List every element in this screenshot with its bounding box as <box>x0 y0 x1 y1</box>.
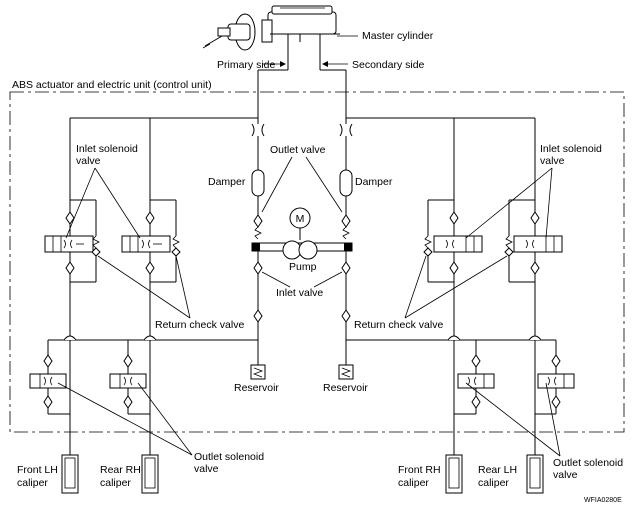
return-check-left-label: Return check valve <box>155 319 244 331</box>
rear-lh-caliper-label: caliper <box>478 477 509 489</box>
rear-lh-label: Rear LH <box>478 464 517 476</box>
damper-right <box>339 169 353 197</box>
inlet-solenoid-valve-front-lh <box>44 235 94 253</box>
reservoir-right-label: Reservoir <box>323 382 368 394</box>
lower-right-outlet-1 <box>453 340 495 455</box>
control-unit-label: ABS actuator and electric unit (control … <box>12 79 212 91</box>
orifice-right <box>339 123 353 137</box>
damper-right-label: Damper <box>355 176 393 188</box>
secondary-side-label: Secondary side <box>352 59 425 71</box>
inlet-solenoid-valve-front-rh <box>433 235 483 253</box>
rear-rh-label: Rear RH <box>100 464 141 476</box>
inlet-solenoid-valve-rear-rh <box>121 235 171 253</box>
control-unit-boundary <box>9 91 625 433</box>
damper-left-label: Damper <box>208 176 246 188</box>
outlet-solenoid-valve-front-rh <box>457 373 495 389</box>
pump-label: Pump <box>289 261 317 273</box>
front-lh-caliper-label: caliper <box>17 477 48 489</box>
inlet-solenoid-right-label-2: valve <box>540 155 565 167</box>
caliper-front-lh <box>61 454 79 494</box>
front-rh-label: Front RH <box>398 464 441 476</box>
right-circuit-1 <box>423 118 483 340</box>
inlet-solenoid-left-label-2: valve <box>76 155 101 167</box>
outlet-valve-left <box>253 214 263 240</box>
lower-right-outlet-2 <box>534 340 575 455</box>
motor-label: M <box>296 213 305 225</box>
master-cylinder <box>202 5 358 51</box>
damper-left <box>251 169 265 197</box>
right-circuit-2 <box>504 118 563 340</box>
outlet-solenoid-left-label: Outlet solenoid <box>194 451 264 463</box>
return-check-right-label: Return check valve <box>354 319 443 331</box>
outlet-solenoid-left-label-2: valve <box>194 463 219 475</box>
rear-rh-caliper-label: caliper <box>100 477 131 489</box>
outlet-solenoid-right-label-2: valve <box>553 469 578 481</box>
figure-code: WFIA0280E <box>584 497 622 504</box>
reservoir-left <box>250 364 266 380</box>
inlet-valve-right <box>341 261 351 275</box>
inlet-solenoid-valve-rear-lh <box>513 235 563 253</box>
caliper-rear-lh <box>526 454 544 494</box>
inlet-solenoid-right-label: Inlet solenoid <box>540 143 602 155</box>
inlet-valve-label: Inlet valve <box>276 287 323 299</box>
reservoir-left-label: Reservoir <box>234 382 279 394</box>
master-cylinder-label: Master cylinder <box>362 30 434 42</box>
lower-left-outlet-1 <box>29 340 71 455</box>
left-circuit-2 <box>121 118 181 340</box>
orifice-left <box>251 123 265 137</box>
outlet-solenoid-right-label: Outlet solenoid <box>553 457 623 469</box>
lower-left-outlet-2 <box>109 340 151 455</box>
front-lh-label: Front LH <box>17 464 58 476</box>
inlet-valve-left <box>253 261 263 275</box>
primary-side-label: Primary side <box>217 59 276 71</box>
outlet-valve-right <box>341 214 351 240</box>
front-rh-caliper-label: caliper <box>398 477 429 489</box>
caliper-front-rh <box>445 454 463 494</box>
reservoir-right <box>338 364 354 380</box>
left-circuit-1 <box>44 118 101 340</box>
inlet-solenoid-left-label: Inlet solenoid <box>76 143 138 155</box>
caliper-rear-rh <box>141 454 159 494</box>
outlet-solenoid-valve-rear-lh <box>537 373 575 389</box>
outlet-valve-label: Outlet valve <box>270 144 326 156</box>
outlet-solenoid-valve-front-lh <box>29 373 67 389</box>
